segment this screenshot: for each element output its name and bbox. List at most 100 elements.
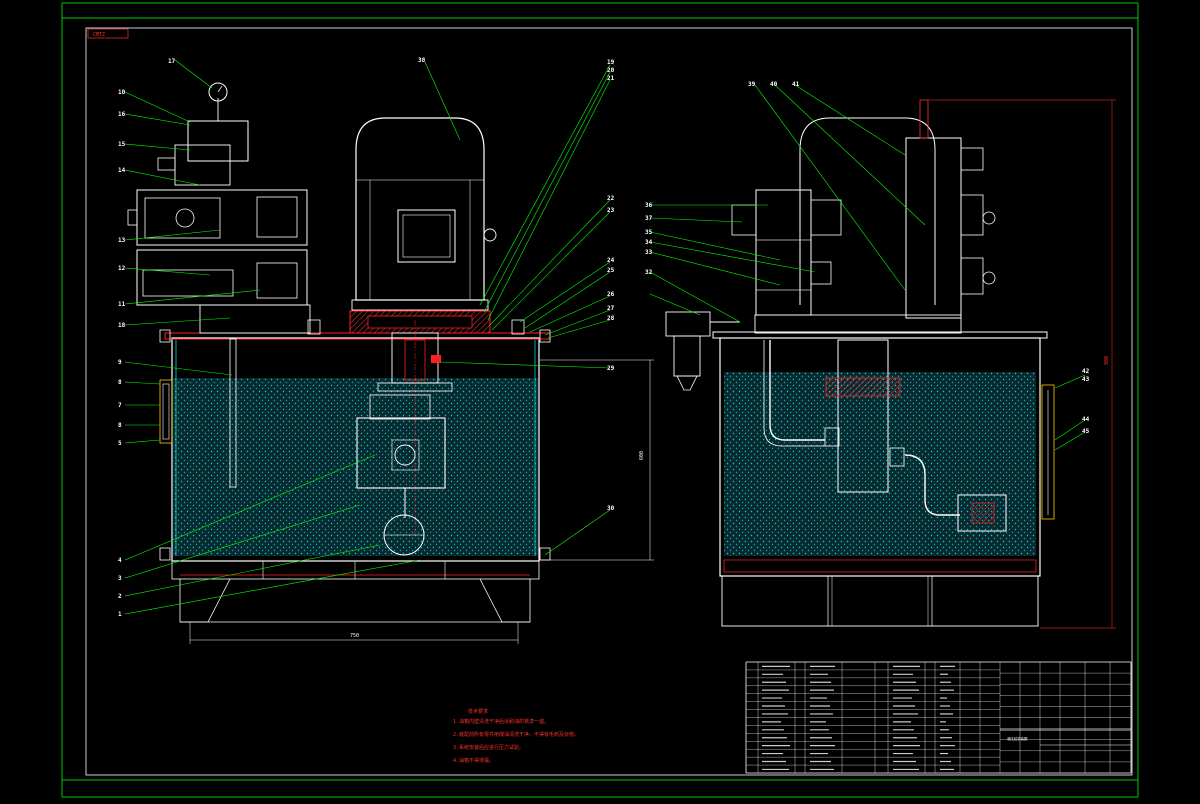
leader-1: [124, 559, 421, 615]
dir-valve-1-coil: [256, 196, 298, 238]
callout-8b: 8: [118, 422, 122, 429]
callout-28: 28: [607, 315, 615, 322]
tech-note-2: 2.装配前所有零件用煤油清洗干净，不得有毛刺及杂物。: [453, 731, 579, 738]
leader-2: [124, 544, 381, 597]
callout-36: 36: [645, 202, 653, 209]
callout-34: 34: [645, 239, 653, 246]
pump-neck: [377, 382, 453, 392]
bolt-5: [159, 547, 171, 561]
leader-28: [547, 319, 611, 339]
leader-20: [483, 71, 611, 313]
bolt-6: [539, 547, 551, 561]
callout-41: 41: [792, 81, 800, 88]
callout-5: 5: [118, 440, 122, 447]
bolt-3: [307, 319, 321, 335]
callout-15: 15: [118, 141, 126, 148]
pump-right: [837, 339, 889, 493]
tech-notes: 技术要求 1.油箱内壁清洗干净后涂耐油防锈漆一遍。 2.装配前所有零件用煤油清洗…: [453, 708, 579, 764]
leader-12: [124, 267, 211, 276]
motor-body: [355, 117, 485, 301]
stamp-text: CMTZ: [93, 32, 105, 38]
valve-block-top: [187, 120, 249, 162]
leader-38: [424, 61, 461, 141]
leader-14: [124, 169, 201, 186]
bolt-4: [511, 319, 525, 335]
leader-10: [124, 91, 191, 123]
gauge-stem-right: [919, 99, 929, 139]
valve-coil-r1: [731, 204, 757, 236]
title-block: [745, 661, 1132, 774]
leader-18: [124, 317, 231, 326]
bolt-2: [539, 329, 551, 343]
valve-knob-r5: [960, 257, 984, 295]
callout-2: 2: [118, 593, 122, 600]
callout-11: 11: [118, 301, 126, 308]
cover-plate-right: [712, 331, 1048, 339]
leader-11: [124, 289, 261, 305]
left-callout-numbers: 17 10 16 15 14 13 12 11 18 9 8 7 8 5 4 3…: [118, 58, 176, 618]
leader-25: [524, 271, 611, 329]
tank-bottom-right: [723, 559, 1037, 573]
valve-stack-right-b: [905, 137, 962, 319]
right-view: 900: [665, 99, 1116, 629]
title-block-name: 液压站总装图: [1007, 736, 1028, 741]
callout-12: 12: [118, 265, 126, 272]
leader-21: [487, 79, 611, 321]
foot-left: [179, 578, 231, 623]
callout-32: 32: [645, 269, 653, 276]
valve-knob-r3: [960, 147, 984, 171]
leader-41: [794, 84, 906, 156]
dir-valve-1-core: [144, 197, 221, 239]
dir-valve-2-core: [142, 269, 234, 297]
internal-pipe-1b: [763, 340, 825, 447]
leader-40: [774, 84, 926, 226]
valve-wheel-r1: [982, 211, 996, 225]
valve-knob-r4: [960, 194, 984, 236]
valve-wheel-r2: [982, 271, 996, 285]
return-pipe: [229, 338, 237, 488]
leader-23: [491, 211, 611, 331]
bell-housing-inner: [367, 315, 473, 329]
callout-4: 4: [118, 557, 122, 564]
valve-base-right: [754, 314, 962, 334]
gauge-needle: [217, 85, 223, 93]
callout-8a: 8: [118, 379, 122, 386]
top-callouts: [424, 61, 611, 556]
pipe-fitting-1: [824, 427, 840, 447]
level-gauge-left: [159, 379, 173, 444]
callout-29: 29: [607, 365, 615, 372]
internal-pipe-1: [769, 340, 825, 441]
leader-34: [649, 241, 816, 273]
pump-port-box: [391, 439, 420, 471]
callout-24: 24: [607, 257, 615, 264]
motor-terminal-inner: [402, 214, 451, 258]
pump-port: [394, 444, 416, 466]
callout-1: 1: [118, 611, 122, 618]
dim-height-text: 600: [639, 451, 645, 460]
callout-27: 27: [607, 305, 615, 312]
outer-frame: [61, 2, 1139, 798]
dim-right-text: 900: [1104, 356, 1110, 365]
valve-knob-r2: [810, 261, 832, 285]
gear-pump: [356, 417, 446, 489]
pump-upper: [369, 394, 431, 420]
callout-39: 39: [748, 81, 756, 88]
leader-27: [544, 309, 611, 336]
pump-flange-right: [825, 377, 901, 397]
callout-37: 37: [645, 215, 653, 222]
callout-20: 20: [607, 67, 615, 74]
air-filter-bowl: [673, 335, 701, 377]
leader-16: [124, 113, 191, 126]
callout-35: 35: [645, 229, 653, 236]
callout-21: 21: [607, 75, 615, 82]
pipe-fitting-2: [889, 447, 905, 467]
dir-valve-2-coil: [256, 262, 298, 299]
valve-stack-right-a2: [755, 239, 812, 291]
motor-terminal-box: [397, 209, 456, 263]
leader-24: [519, 261, 611, 323]
lifting-eye: [483, 228, 497, 242]
dir-valve-1-knob: [127, 209, 138, 226]
callout-22: 22: [607, 195, 615, 202]
